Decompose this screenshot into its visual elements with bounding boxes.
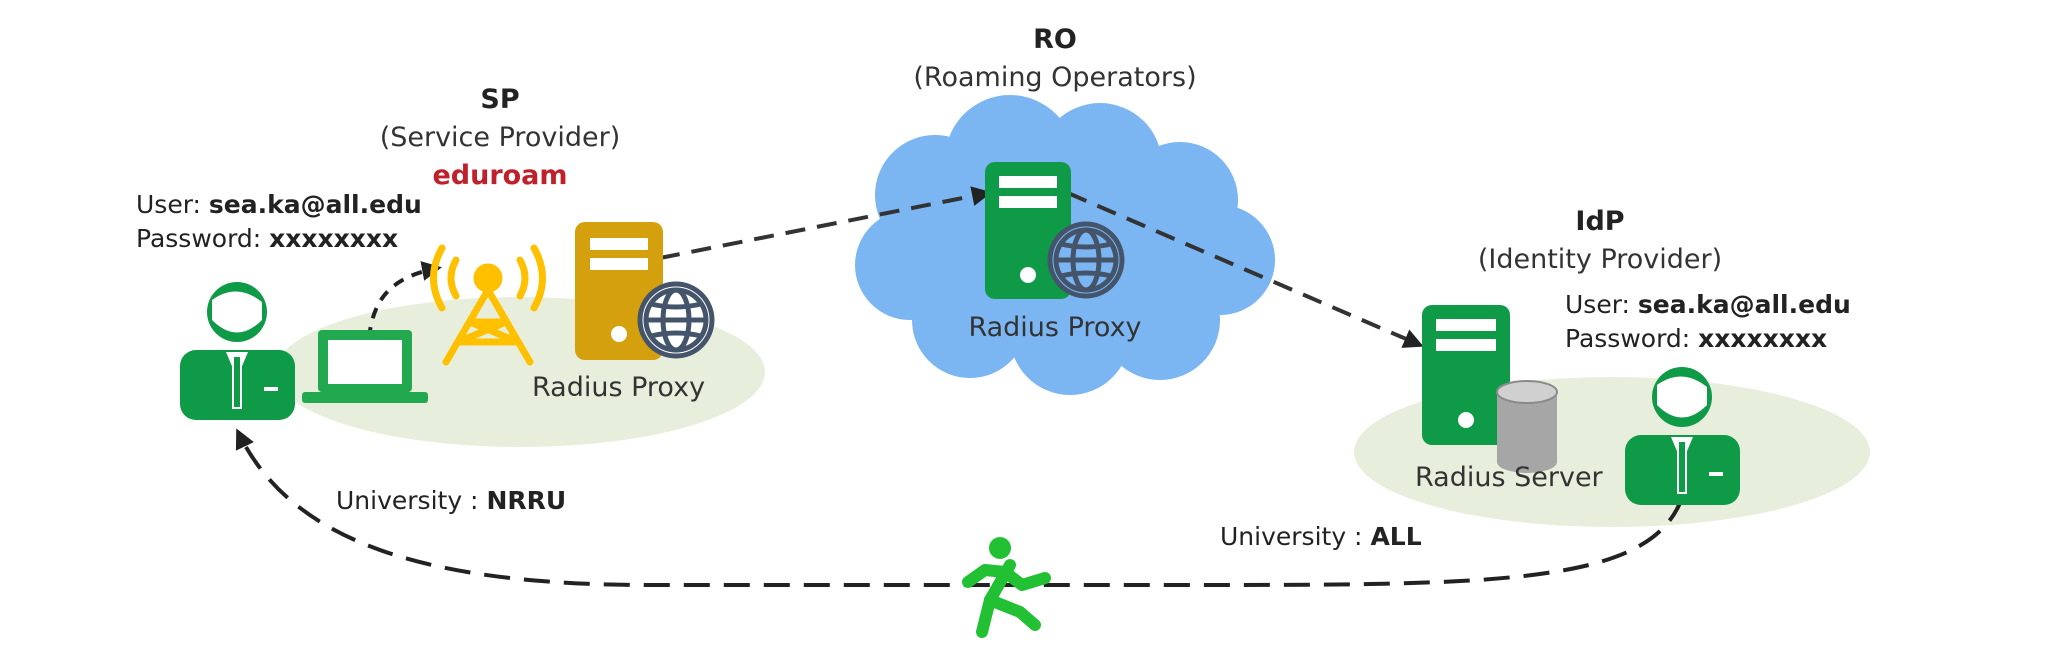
home-user-label: User: bbox=[1565, 290, 1630, 319]
database-icon bbox=[1496, 380, 1558, 473]
sp-to-ro-link bbox=[659, 186, 992, 260]
visitor-user-row: User: sea.ka@all.edu bbox=[136, 188, 422, 222]
visitor-password-value: xxxxxxxx bbox=[269, 224, 399, 253]
visitor-user-value: sea.ka@all.edu bbox=[208, 190, 422, 219]
home-password-label: Password: bbox=[1565, 324, 1691, 353]
sp-title: SP bbox=[480, 84, 520, 115]
idp-title: IdP bbox=[1575, 206, 1625, 237]
running-person-icon bbox=[962, 537, 1051, 638]
ro-device-caption: Radius Proxy bbox=[968, 312, 1142, 343]
home-password-value: xxxxxxxx bbox=[1698, 324, 1828, 353]
wifi-tower-icon bbox=[430, 244, 546, 366]
home-password-row: Password: xxxxxxxx bbox=[1565, 322, 1851, 356]
visitor-password-label: Password: bbox=[136, 224, 262, 253]
home-university-label: University : bbox=[1220, 522, 1363, 551]
user-person-icon bbox=[1625, 367, 1740, 505]
home-credentials: User: sea.ka@all.edu Password: xxxxxxxx bbox=[1565, 288, 1851, 356]
visitor-credentials: User: sea.ka@all.edu Password: xxxxxxxx bbox=[136, 188, 422, 256]
home-university-value: ALL bbox=[1370, 522, 1422, 551]
ro-title: RO bbox=[1033, 24, 1077, 55]
home-user-row: User: sea.ka@all.edu bbox=[1565, 288, 1851, 322]
laptop-icon bbox=[302, 330, 428, 403]
visitor-password-row: Password: xxxxxxxx bbox=[136, 222, 422, 256]
visitor-university-label: University : bbox=[336, 486, 479, 515]
laptop-to-antenna-link bbox=[366, 261, 442, 359]
globe-icon bbox=[637, 281, 715, 359]
visitor-university: University : NRRU bbox=[336, 484, 566, 518]
user-person-icon bbox=[180, 282, 295, 420]
visitor-university-value: NRRU bbox=[486, 486, 567, 515]
return-roaming-path bbox=[235, 428, 1684, 587]
globe-icon bbox=[1047, 221, 1125, 299]
idp-device-caption: Radius Server bbox=[1415, 462, 1603, 493]
sp-network-name: eduroam bbox=[432, 160, 568, 191]
visitor-user-label: User: bbox=[136, 190, 201, 219]
sp-device-caption: Radius Proxy bbox=[532, 372, 706, 403]
ro-subtitle: (Roaming Operators) bbox=[913, 62, 1197, 93]
home-user-value: sea.ka@all.edu bbox=[1637, 290, 1851, 319]
home-university: University : ALL bbox=[1220, 520, 1422, 554]
sp-subtitle: (Service Provider) bbox=[379, 122, 621, 153]
idp-subtitle: (Identity Provider) bbox=[1477, 244, 1723, 275]
server-icon bbox=[1422, 305, 1510, 445]
